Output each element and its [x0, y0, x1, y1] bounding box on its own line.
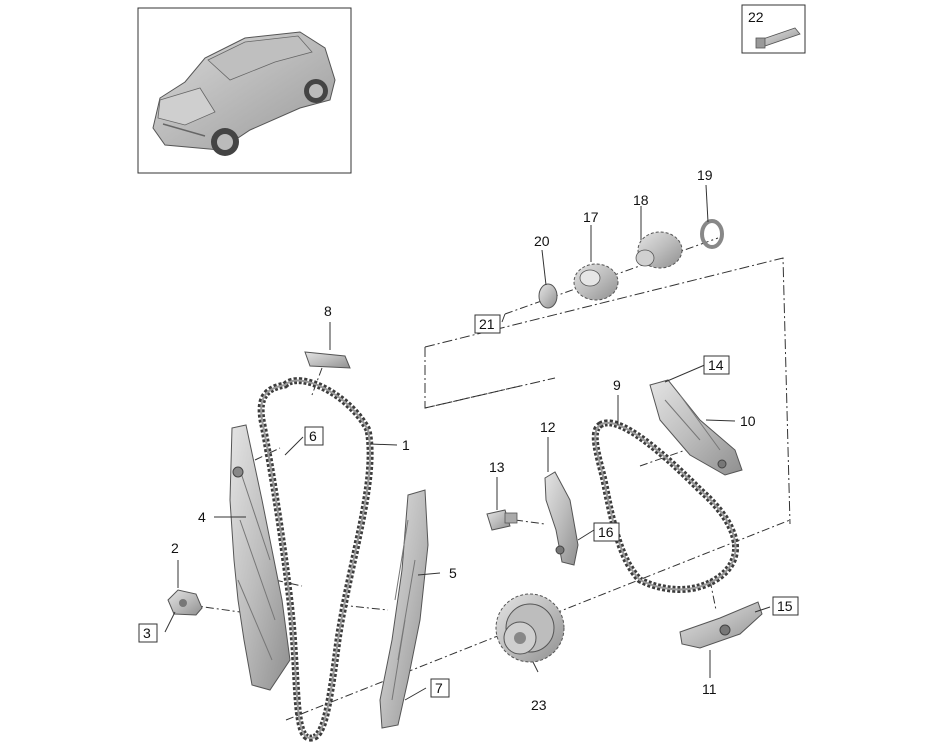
part-1-main-chain	[257, 377, 374, 742]
callout-13: 13	[489, 459, 505, 475]
callout-1: 1	[402, 437, 410, 453]
svg-text:21: 21	[479, 316, 495, 332]
part-9-secondary-chain	[591, 419, 740, 593]
svg-text:23: 23	[531, 697, 547, 713]
part-8-upper-guide	[304, 351, 351, 369]
svg-text:18: 18	[633, 192, 649, 208]
part-19-ring	[700, 219, 724, 249]
vehicle-thumbnail	[137, 7, 352, 174]
callout-21: 21	[474, 314, 501, 334]
part-17-sprocket	[573, 263, 619, 301]
svg-text:10: 10	[740, 413, 756, 429]
callout-11: 11	[702, 681, 717, 697]
svg-text:2: 2	[171, 540, 179, 556]
svg-text:12: 12	[540, 419, 556, 435]
part-10-rail	[649, 379, 743, 476]
svg-text:8: 8	[324, 303, 332, 319]
part-11-tensioner	[679, 601, 763, 649]
svg-text:3: 3	[143, 625, 151, 641]
callout-4: 4	[198, 509, 206, 525]
part-4-tensioner-rail	[229, 424, 291, 691]
callout-10: 10	[740, 413, 756, 429]
svg-text:14: 14	[708, 357, 724, 373]
leader-lines	[164, 184, 771, 701]
callout-7: 7	[430, 678, 450, 698]
part-5-guide-rail	[379, 489, 429, 729]
callout-16: 16	[593, 522, 620, 542]
callout-14: 14	[703, 355, 730, 375]
callout-18: 18	[633, 192, 649, 208]
svg-text:9: 9	[613, 377, 621, 393]
part-22-tube	[741, 4, 806, 54]
callout-9: 9	[613, 377, 621, 393]
callout-15: 15	[772, 596, 799, 616]
svg-text:15: 15	[777, 598, 793, 614]
svg-text:1: 1	[402, 437, 410, 453]
svg-text:6: 6	[309, 428, 317, 444]
svg-text:4: 4	[198, 509, 206, 525]
part-18-camshaft-gear	[635, 231, 683, 269]
callout-12: 12	[540, 419, 556, 435]
svg-text:17: 17	[583, 209, 599, 225]
callout-22: 22	[748, 9, 764, 25]
svg-text:13: 13	[489, 459, 505, 475]
group-enclosure	[424, 257, 791, 525]
part-13-bolt	[486, 509, 518, 531]
callout-3: 3	[138, 623, 158, 643]
svg-text:11: 11	[702, 681, 717, 697]
part-2-chain-tensioner	[167, 589, 203, 616]
callout-19: 19	[697, 167, 713, 183]
callout-23: 23	[531, 697, 547, 713]
svg-text:20: 20	[534, 233, 550, 249]
callout-8: 8	[324, 303, 332, 319]
part-12-small-rail	[544, 471, 579, 566]
car-illustration	[152, 31, 336, 156]
part-20-washer	[538, 283, 558, 309]
svg-text:7: 7	[435, 680, 443, 696]
part-23-gear-assembly	[495, 593, 565, 663]
callout-17: 17	[583, 209, 599, 225]
callout-6: 6	[304, 426, 324, 446]
svg-text:22: 22	[748, 9, 764, 25]
svg-text:19: 19	[697, 167, 713, 183]
callout-2: 2	[171, 540, 179, 556]
svg-text:5: 5	[449, 565, 457, 581]
callout-20: 20	[534, 233, 550, 249]
svg-text:16: 16	[598, 524, 614, 540]
callout-5: 5	[449, 565, 457, 581]
